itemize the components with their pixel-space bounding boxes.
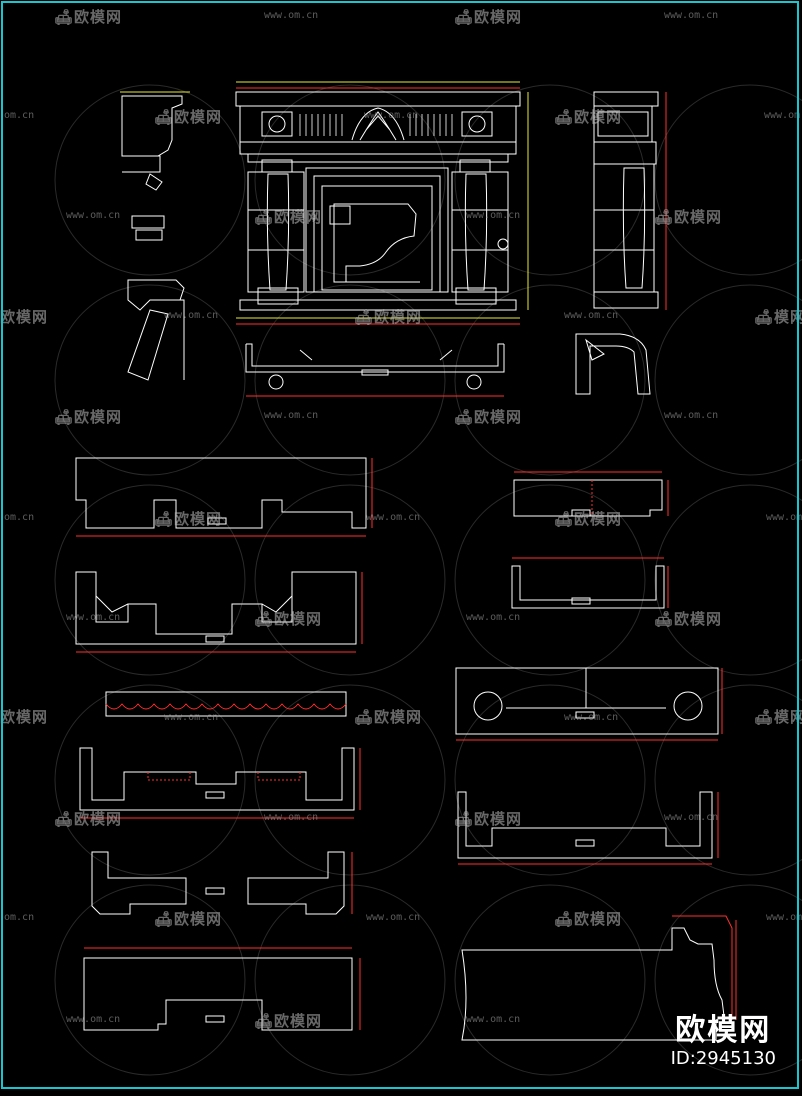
watermark-url-12: om.cn bbox=[4, 512, 35, 523]
section-f bbox=[513, 479, 663, 517]
sofa-logo-icon: 🛋 bbox=[654, 208, 675, 226]
sofa-logo-icon: 🛋 bbox=[554, 910, 575, 928]
watermark-brand-21: 🛋欧模网 bbox=[154, 910, 223, 928]
watermark-url-17: www.om.cn bbox=[164, 712, 219, 723]
sofa-logo-icon: 🛋 bbox=[354, 708, 375, 726]
watermark-url-9: www.om.cn bbox=[564, 310, 619, 321]
section-c bbox=[79, 747, 355, 811]
sofa-logo-icon: 🛋 bbox=[254, 610, 275, 628]
watermark-brand-19: 🛋欧模网 bbox=[54, 810, 123, 828]
moulding-strip bbox=[105, 691, 347, 717]
acanthus-ornament bbox=[351, 107, 405, 141]
watermark-url-15: www.om.cn bbox=[66, 612, 121, 623]
watermark-url-8: www.om.cn bbox=[164, 310, 219, 321]
watermark-brand-8: 🛋欧模网 bbox=[354, 308, 423, 326]
watermark-url-3: om.cn bbox=[4, 110, 35, 121]
section-h bbox=[455, 667, 719, 735]
left-profile-details bbox=[120, 91, 190, 381]
watermark-url-5: www.om.cn bbox=[764, 110, 802, 121]
watermark-url-6: www.om.cn bbox=[66, 210, 121, 221]
footer-brand-block: 欧模网 ID:2945130 bbox=[671, 1014, 776, 1070]
section-i bbox=[457, 791, 713, 859]
sofa-logo-icon: 🛋 bbox=[54, 408, 75, 426]
watermark-url-20: www.om.cn bbox=[664, 812, 719, 823]
watermark-brand-16: 欧模网 bbox=[0, 708, 49, 726]
watermark-url-4: www.om.cn bbox=[364, 110, 419, 121]
watermark-url-13: www.om.cn bbox=[366, 512, 421, 523]
watermark-brand-10: 🛋欧模网 bbox=[54, 408, 123, 426]
sofa-logo-icon: 🛋 bbox=[454, 408, 475, 426]
sofa-logo-icon: 🛋 bbox=[454, 8, 475, 26]
section-j-profile bbox=[461, 915, 733, 1041]
fireplace-side-elevation bbox=[575, 91, 659, 395]
sofa-logo-icon: 🛋 bbox=[354, 308, 375, 326]
watermark-url-2: www.om.cn bbox=[664, 10, 719, 21]
sofa-logo-icon: 🛋 bbox=[154, 910, 175, 928]
fireplace-plan-view bbox=[245, 343, 505, 390]
sofa-logo-icon: 🛋 bbox=[54, 810, 75, 828]
watermark-url-19: www.om.cn bbox=[264, 812, 319, 823]
sofa-logo-icon: 🛋 bbox=[254, 1012, 275, 1030]
watermark-brand-18: 🛋模网 bbox=[754, 708, 802, 726]
section-g bbox=[511, 565, 665, 609]
sofa-logo-icon: 🛋 bbox=[454, 810, 475, 828]
watermark-url-24: www.om.cn bbox=[66, 1014, 121, 1025]
watermark-brand-17: 🛋欧模网 bbox=[354, 708, 423, 726]
watermark-arcs bbox=[54, 84, 802, 1076]
footer-brand-name: 欧模网 bbox=[675, 1013, 772, 1048]
sofa-logo-icon: 🛋 bbox=[654, 610, 675, 628]
watermark-url-14: www.om.cn bbox=[766, 512, 802, 523]
sofa-logo-icon: 🛋 bbox=[154, 108, 175, 126]
sofa-logo-icon: 🛋 bbox=[754, 708, 775, 726]
footer-model-id: ID:2945130 bbox=[670, 1048, 776, 1069]
sofa-logo-icon: 🛋 bbox=[154, 510, 175, 528]
fireplace-front-elevation bbox=[235, 91, 521, 311]
watermark-brand-22: 🛋欧模网 bbox=[554, 910, 623, 928]
watermark-url-22: www.om.cn bbox=[366, 912, 421, 923]
watermark-brand-11: 🛋欧模网 bbox=[454, 408, 523, 426]
dimension-lines bbox=[76, 81, 737, 1030]
watermark-url-23: www.om.cn bbox=[766, 912, 802, 923]
watermark-url-1: www.om.cn bbox=[264, 10, 319, 21]
watermark-brand-14: 🛋欧模网 bbox=[254, 610, 323, 628]
watermark-url-7: www.om.cn bbox=[466, 210, 521, 221]
watermark-url-11: www.om.cn bbox=[664, 410, 719, 421]
watermark-brand-4: 🛋欧模网 bbox=[554, 108, 623, 126]
sofa-logo-icon: 🛋 bbox=[754, 308, 775, 326]
sofa-logo-icon: 🛋 bbox=[254, 208, 275, 226]
watermark-brand-2: 🛋欧模网 bbox=[454, 8, 523, 26]
sofa-logo-icon: 🛋 bbox=[54, 8, 75, 26]
watermark-brand-12: 🛋欧模网 bbox=[154, 510, 223, 528]
watermark-brand-6: 🛋欧模网 bbox=[654, 208, 723, 226]
watermark-brand-1: 🛋欧模网 bbox=[54, 8, 123, 26]
watermark-url-18: www.om.cn bbox=[564, 712, 619, 723]
section-d bbox=[91, 851, 345, 915]
watermark-url-16: www.om.cn bbox=[466, 612, 521, 623]
watermark-brand-3: 🛋欧模网 bbox=[154, 108, 223, 126]
section-a bbox=[75, 457, 367, 529]
watermark-brand-23: 🛋欧模网 bbox=[254, 1012, 323, 1030]
watermark-brand-7: 欧模网 bbox=[0, 308, 49, 326]
watermark-url-10: www.om.cn bbox=[264, 410, 319, 421]
sofa-logo-icon: 🛋 bbox=[554, 510, 575, 528]
watermark-brand-9: 🛋模网 bbox=[754, 308, 802, 326]
watermark-brand-5: 🛋欧模网 bbox=[254, 208, 323, 226]
watermark-url-25: www.om.cn bbox=[466, 1014, 521, 1025]
watermark-url-21: om.cn bbox=[4, 912, 35, 923]
frieze-flutes bbox=[299, 114, 453, 136]
section-b bbox=[75, 571, 357, 645]
watermark-brand-15: 🛋欧模网 bbox=[654, 610, 723, 628]
watermark-brand-13: 🛋欧模网 bbox=[554, 510, 623, 528]
section-e bbox=[83, 957, 353, 1031]
watermark-brand-20: 🛋欧模网 bbox=[454, 810, 523, 828]
sofa-logo-icon: 🛋 bbox=[554, 108, 575, 126]
